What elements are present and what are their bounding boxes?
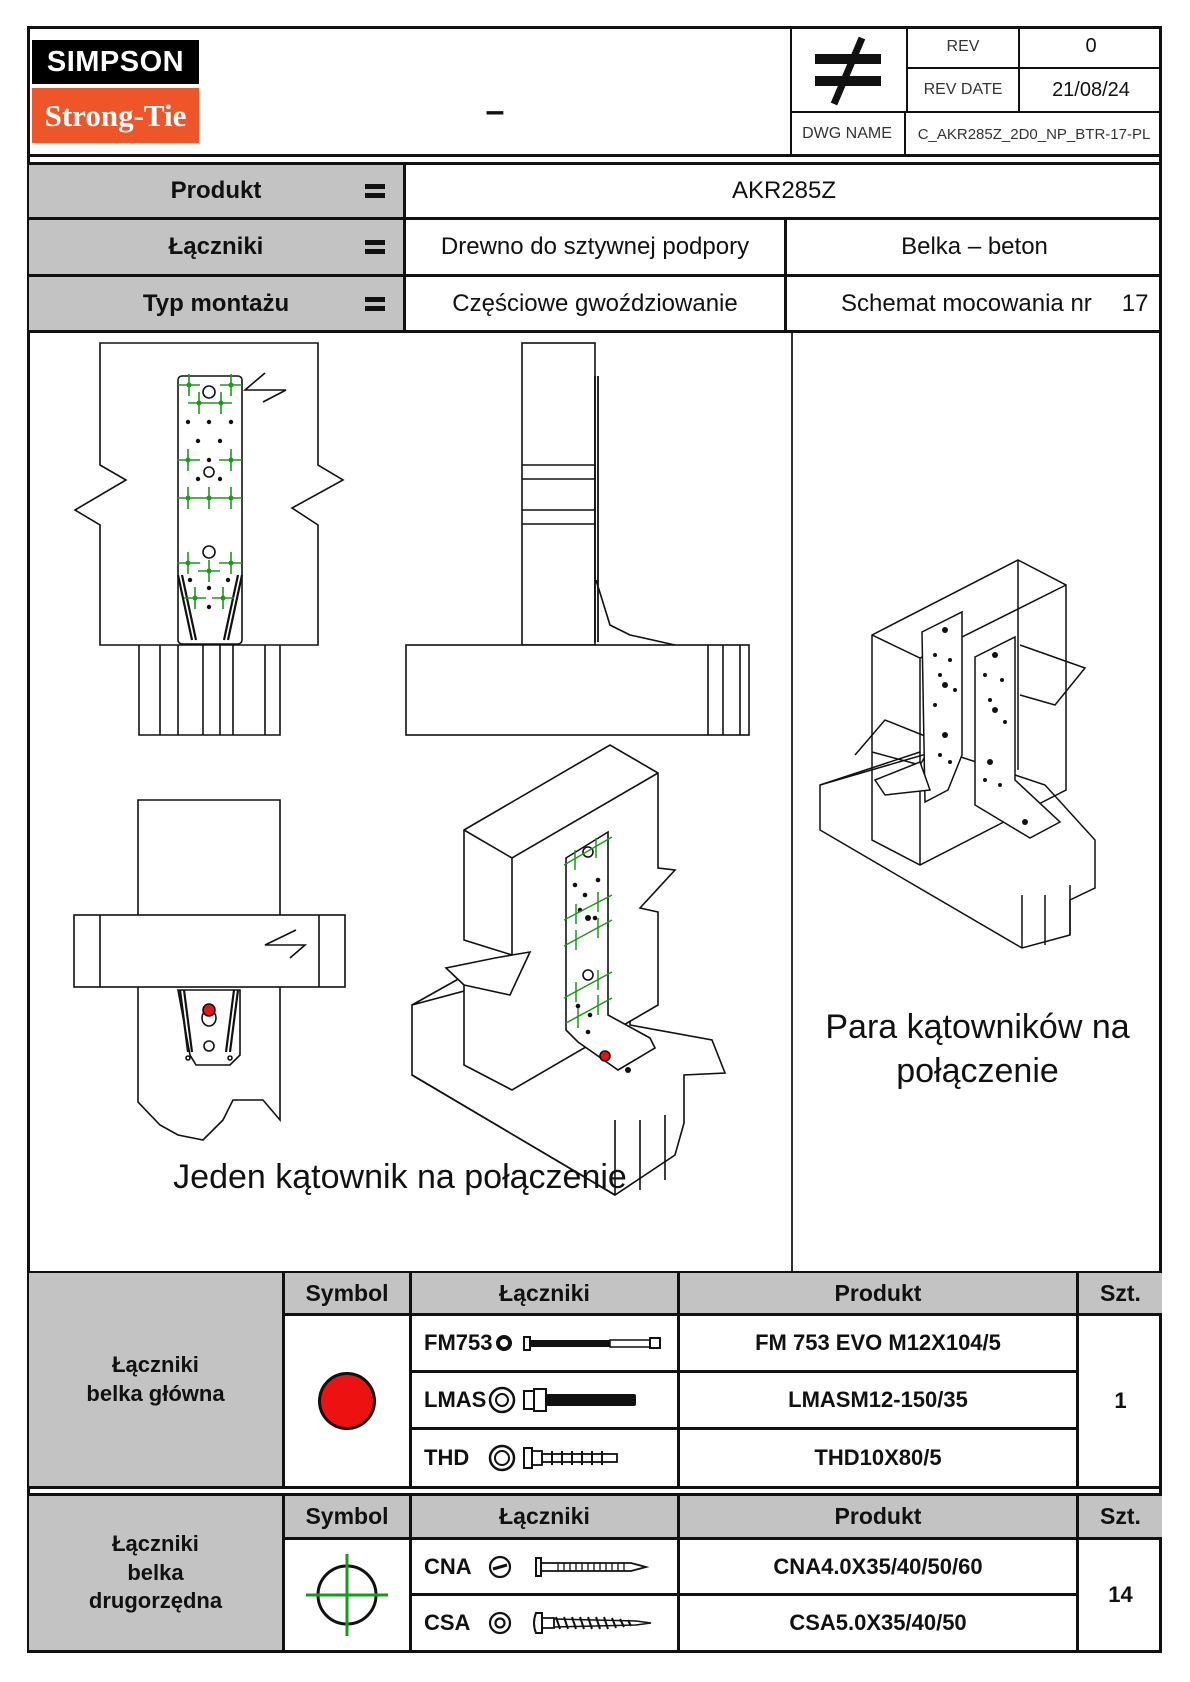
title-block (790, 26, 1162, 155)
info-label-product: Produkt (29, 165, 403, 220)
isometric-pair-brackets-drawing (819, 559, 1096, 949)
fm753-anchor-icon (496, 1335, 661, 1351)
info-label-text: Łączniki (168, 233, 264, 260)
rev-date-value: 21/08/24 (1018, 69, 1162, 111)
info-label-text: Typ montażu (142, 289, 290, 317)
fastener-code: THD (424, 1445, 470, 1470)
group-label-line: belka (127, 1559, 184, 1585)
thd-concrete-screw-icon (488, 1444, 618, 1472)
group-label-line: Łączniki (112, 1531, 199, 1557)
not-equal-icon (790, 26, 906, 111)
fastener-code: CSA (424, 1610, 471, 1635)
side-view-drawing (405, 342, 750, 736)
caption-line: Para kątowników na (825, 1008, 1130, 1046)
header-divider-2 (27, 162, 1162, 165)
front-view-drawing (73, 342, 345, 736)
info-value-mounting-type: Częściowe gwoździowanie (403, 277, 784, 333)
scheme-number: 17 (1121, 289, 1149, 317)
table-row-fastener: THD (409, 1430, 677, 1486)
csa-screw-icon (488, 1611, 652, 1635)
info-label-text: Produkt (170, 177, 262, 204)
product-cell: CSA5.0X35/40/50 (677, 1596, 1076, 1650)
symbol-cell (282, 1540, 409, 1650)
col-header-fasteners: Łączniki (409, 1273, 677, 1316)
info-label-fasteners: Łączniki (29, 220, 403, 277)
table-row-fastener: CSA (409, 1596, 677, 1650)
fastener-code: FM753 (424, 1330, 493, 1355)
equals-icon (365, 184, 385, 198)
equals-icon (365, 240, 385, 254)
info-label-mounting-type: Typ montażu (29, 277, 403, 333)
rev-value: 0 (1018, 26, 1162, 69)
col-header-qty: Szt. (1076, 1273, 1162, 1316)
group-label-line: Łączniki (112, 1351, 199, 1377)
plan-view-drawing (73, 799, 346, 1141)
rev-label: REV (906, 26, 1018, 69)
fastener-code: LMAS (424, 1387, 487, 1412)
col-header-symbol: Symbol (282, 1496, 409, 1540)
dwg-name-label: DWG NAME (790, 111, 906, 155)
green-crosshair-circle-icon (306, 1554, 388, 1636)
red-filled-circle-icon (318, 1372, 376, 1430)
table-divider-2 (27, 1493, 1162, 1496)
group-label-main-beam: Łączniki belka główna (29, 1273, 282, 1486)
header-title: – (485, 92, 505, 130)
logo-simpson: SIMPSON (32, 40, 199, 84)
isometric-single-bracket-drawing (411, 744, 727, 1196)
col-header-symbol: Symbol (282, 1273, 409, 1316)
header-divider (27, 154, 1162, 157)
lmas-screw-anchor-icon (488, 1386, 636, 1414)
product-cell: FM 753 EVO M12X104/5 (677, 1316, 1076, 1373)
table-divider (27, 1486, 1162, 1489)
table-row-fastener: LMAS (409, 1373, 677, 1430)
qty-cell: 14 (1076, 1540, 1162, 1650)
drawing-divider (791, 333, 793, 1272)
col-header-fasteners: Łączniki (409, 1496, 677, 1540)
info-value-fasteners-concrete: Belka – beton (784, 220, 1162, 277)
rev-date-label: REV DATE (906, 69, 1018, 111)
product-cell: THD10X80/5 (677, 1430, 1076, 1486)
scheme-label: Schemat mocowania nr (841, 289, 1092, 317)
col-header-product: Produkt (677, 1496, 1076, 1540)
qty-cell: 1 (1076, 1316, 1162, 1486)
table-row-fastener: FM753 (409, 1316, 677, 1373)
col-header-product: Produkt (677, 1273, 1076, 1316)
table-row-fastener: CNA (409, 1540, 677, 1596)
equals-icon (365, 296, 385, 311)
product-cell: CNA4.0X35/40/50/60 (677, 1540, 1076, 1596)
group-label-secondary-beam: Łączniki belka drugorzędna (29, 1496, 282, 1650)
group-label-line: belka główna (86, 1380, 225, 1406)
product-cell: LMASM12-150/35 (677, 1373, 1076, 1430)
logo-strong-tie: Strong-Tie (32, 88, 199, 143)
table-divider (27, 1271, 1162, 1274)
caption-pair-brackets: Para kątowników na połączenie (800, 1005, 1155, 1093)
cna-nail-icon (488, 1555, 650, 1578)
caption-single-bracket: Jeden kątownik na połączenie (173, 1158, 627, 1196)
caption-line: połączenie (896, 1052, 1059, 1091)
dwg-name-value: C_AKR285Z_2D0_NP_BTR-17-PL (906, 111, 1162, 155)
info-value-scheme: Schemat mocowania nr 17 (784, 277, 1162, 333)
symbol-cell (282, 1316, 409, 1486)
info-value-fasteners-wood: Drewno do sztywnej podpory (403, 220, 784, 277)
col-header-qty: Szt. (1076, 1496, 1162, 1540)
group-label-line: drugorzędna (88, 1588, 223, 1614)
drawing-frame (27, 26, 1162, 1653)
info-value-product: AKR285Z (403, 165, 1162, 220)
fastener-code: CNA (424, 1553, 472, 1579)
